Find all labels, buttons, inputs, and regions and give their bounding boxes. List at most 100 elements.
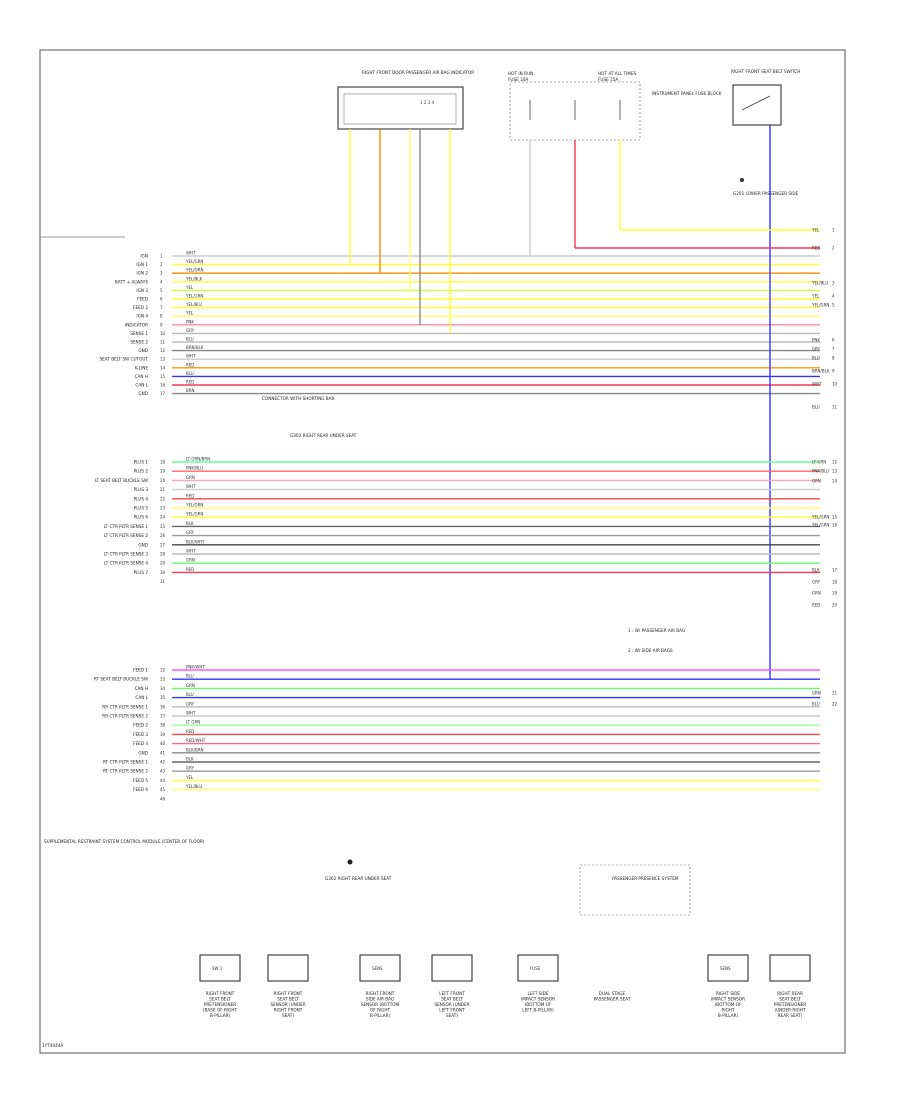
low-wire-color: GRN [186,683,195,688]
mid-pin: 25 [160,524,166,529]
right-end-wire: GRY [812,347,821,352]
right-end-wire: RED [812,603,820,608]
top-wire-color: RED [186,362,194,367]
top-label: GND [138,391,148,396]
right-end-wire: BLK [812,568,820,573]
bottom-component-label: SIDE AIR BAG [366,997,394,1002]
top-label: SENSE 2 [130,340,148,345]
top-wire-color: YEL/GRN [185,294,203,299]
front-display-label: RIGHT FRONT DOOR PASSENGER AIR BAG INDIC… [362,70,474,75]
bottom-component-label: LEFT FRONT [439,1008,465,1013]
bottom-component-label: PRETENSIONER [204,1002,236,1007]
mid-pin: 24 [160,515,166,520]
right-end-wire: BLU [812,356,820,361]
top-wire-color: RED [186,380,194,385]
low-wire-color: GRY [186,701,195,706]
bottom-component-box [267,954,309,982]
top-pin: 11 [160,340,166,345]
top-wire-color: YEL/BLK [185,276,203,281]
right-end-number: 20 [832,603,838,608]
fuse-left-sub: FUSE 10A [508,77,528,82]
right-end-wire: GRN [812,591,821,596]
top-wire-color: BLU [186,371,194,376]
right-end-wire: LT GRN [812,460,826,465]
low-label: RR CTR PLTR SENSE 2 [102,714,148,719]
bottom-component-box [707,954,749,982]
mid-wire-color: LT GRN/BRN [186,457,210,462]
right-end-wire: YEL/GRN [811,515,829,520]
right-end-number: 1 [832,228,835,233]
mid-pin: 31 [160,579,166,584]
top-label: BATT + ALWAYS [115,279,148,284]
right-end-number: 10 [832,382,838,387]
mid-label: LT CTR PLTR SENSE 3 [104,552,149,557]
top-pin: 8 [160,314,163,319]
bottom-component-code: SW 1 [212,966,223,971]
right-end-number: 9 [832,369,835,374]
right-end-wire: YEL/BLU [811,281,828,286]
fuse-left-label: HOT IN RUN [508,71,533,76]
bottom-component-label: SEAT) [446,1013,458,1018]
right-end-number: 12 [832,460,838,465]
bottom-component-label: LEFT SIDE [528,991,549,996]
right-end-wire: RED [812,246,820,251]
low-pin: 34 [160,686,166,691]
low-label: FEED 1 [133,668,148,673]
top-label: FEED [137,297,148,302]
bottom-component-label: PASSENGER SEAT [594,997,631,1002]
mid-label: PLUS 7 [134,570,149,575]
right-end-wire: WHT [812,382,822,387]
top-label: GND [138,348,148,353]
mid-label: PLUS 3 [134,487,149,492]
mid-label: PLUS 6 [134,515,149,520]
low-pin: 41 [160,750,166,755]
bottom-component-label: B-PILLAR) [718,1013,739,1018]
bottom-component-label: SENSOR (BOTTOM [361,1002,400,1007]
fuse-note: INSTRUMENT PANEL FUSE BLOCK [652,91,722,96]
top-wire-color: YEL/BLU [185,302,202,307]
mid-wire-color: YEL/GRN [185,512,203,517]
bottom-component-label: SENSOR (UNDER [434,1002,469,1007]
low-label: RT CTR PLTR SENSE 2 [103,769,148,774]
bottom-component-code: SENS [720,966,731,971]
right-end-wire: GRN [812,691,821,696]
ground-note: G302 RIGHT REAR UNDER SEAT [290,433,357,438]
mid-label: LT CTR PLTR SENSE 2 [104,533,149,538]
low-wire-color: BLU [186,674,194,679]
low-label: FEED 3 [133,732,148,737]
mid-label: PLUS 5 [134,506,149,511]
top-pin: 4 [160,279,163,284]
bottom-component-label: B-PILLAR) [210,1013,231,1018]
top-pin: 10 [160,331,166,336]
top-pin: 5 [160,288,163,293]
bottom-component-label: IMPACT SENSOR [521,997,555,1002]
mid-pin: 29 [160,561,166,566]
bottom-component-label: IMPACT SENSOR [711,997,745,1002]
mid-label: LT SEAT BELT BUCKLE SW [95,478,148,483]
mid-wire-color: BLK [186,521,194,526]
low-wire-color: WHT [186,711,196,716]
bottom-component-label: SENSOR (UNDER [270,1002,305,1007]
top-label: IGN 1 [136,262,148,267]
top-label: SEAT BELT SW CUTOUT [100,357,149,362]
bottom-component-box [769,954,811,982]
bottom-component-label: RIGHT SIDE [716,991,741,996]
mid-wire-color: BLK/WHT [186,539,205,544]
bottom-component-label: (UNDER RIGHT [774,1008,805,1013]
bottom-component-label: RIGHT FRONT [366,991,395,996]
top-wire-color: BRN [186,388,195,393]
low-label: FEED 5 [133,778,148,783]
bottom-component-label: SEAT BELT [277,997,299,1002]
low-pin: 46 [160,796,166,801]
bottom-component-box [359,954,401,982]
fuse-block: HOT IN RUN FUSE 10A HOT AT ALL TIMES FUS… [508,71,722,141]
top-pin: 6 [160,297,163,302]
low-wire-color: RED/WHT [186,738,206,743]
display-pin-label: 1 2 3 4 [420,100,434,105]
right-end-number: 18 [832,580,838,585]
module-label: SUPPLEMENTAL RESTRAINT SYSTEM CONTROL MO… [44,839,205,844]
mid-wire-color: YEL/GRN [185,503,203,508]
right-end-wire: BRN/BLK [812,369,830,374]
